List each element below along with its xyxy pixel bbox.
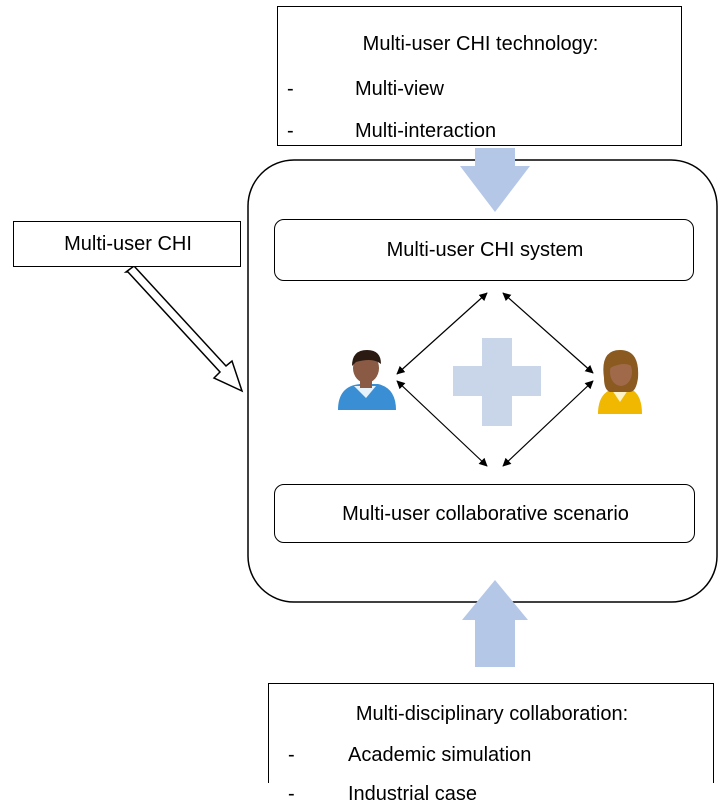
collab-bullet-2: - [288,783,295,805]
connector-top-right [502,292,594,374]
hollow-arrow [123,264,244,393]
collab-item-1: Academic simulation [348,744,532,766]
collab-scenario-box: Multi-user collaborative scenario [274,484,695,543]
chi-system-box: Multi-user CHI system [274,219,694,281]
tech-bullet-2: - [287,120,294,142]
tech-bullet-1: - [287,78,294,100]
tech-box-title: Multi-user CHI technology: [362,33,599,55]
collab-scenario-label: Multi-user collaborative scenario [342,503,629,525]
multi-user-chi-label-box: Multi-user CHI [13,221,241,267]
collab-item-2: Industrial case [348,783,477,805]
block-arrow-up [462,580,528,667]
tech-box: Multi-user CHI technology: - Multi-view … [277,6,682,146]
collab-box-title: Multi-disciplinary collaboration: [355,703,629,725]
tech-item-2: Multi-interaction [355,120,497,142]
multi-user-chi-label: Multi-user CHI [64,233,192,255]
female-user-icon [598,350,642,414]
male-user-icon [338,350,396,410]
chi-system-label: Multi-user CHI system [386,239,584,261]
connector-bottom-left [396,380,488,467]
connector-bottom-right [502,380,594,467]
collab-box: Multi-disciplinary collaboration: - Acad… [268,683,714,805]
connector-top-left [396,292,488,375]
block-arrow-down [460,148,530,212]
collab-bullet-1: - [288,744,295,766]
tech-item-1: Multi-view [355,78,444,100]
connector-lines [396,292,594,467]
